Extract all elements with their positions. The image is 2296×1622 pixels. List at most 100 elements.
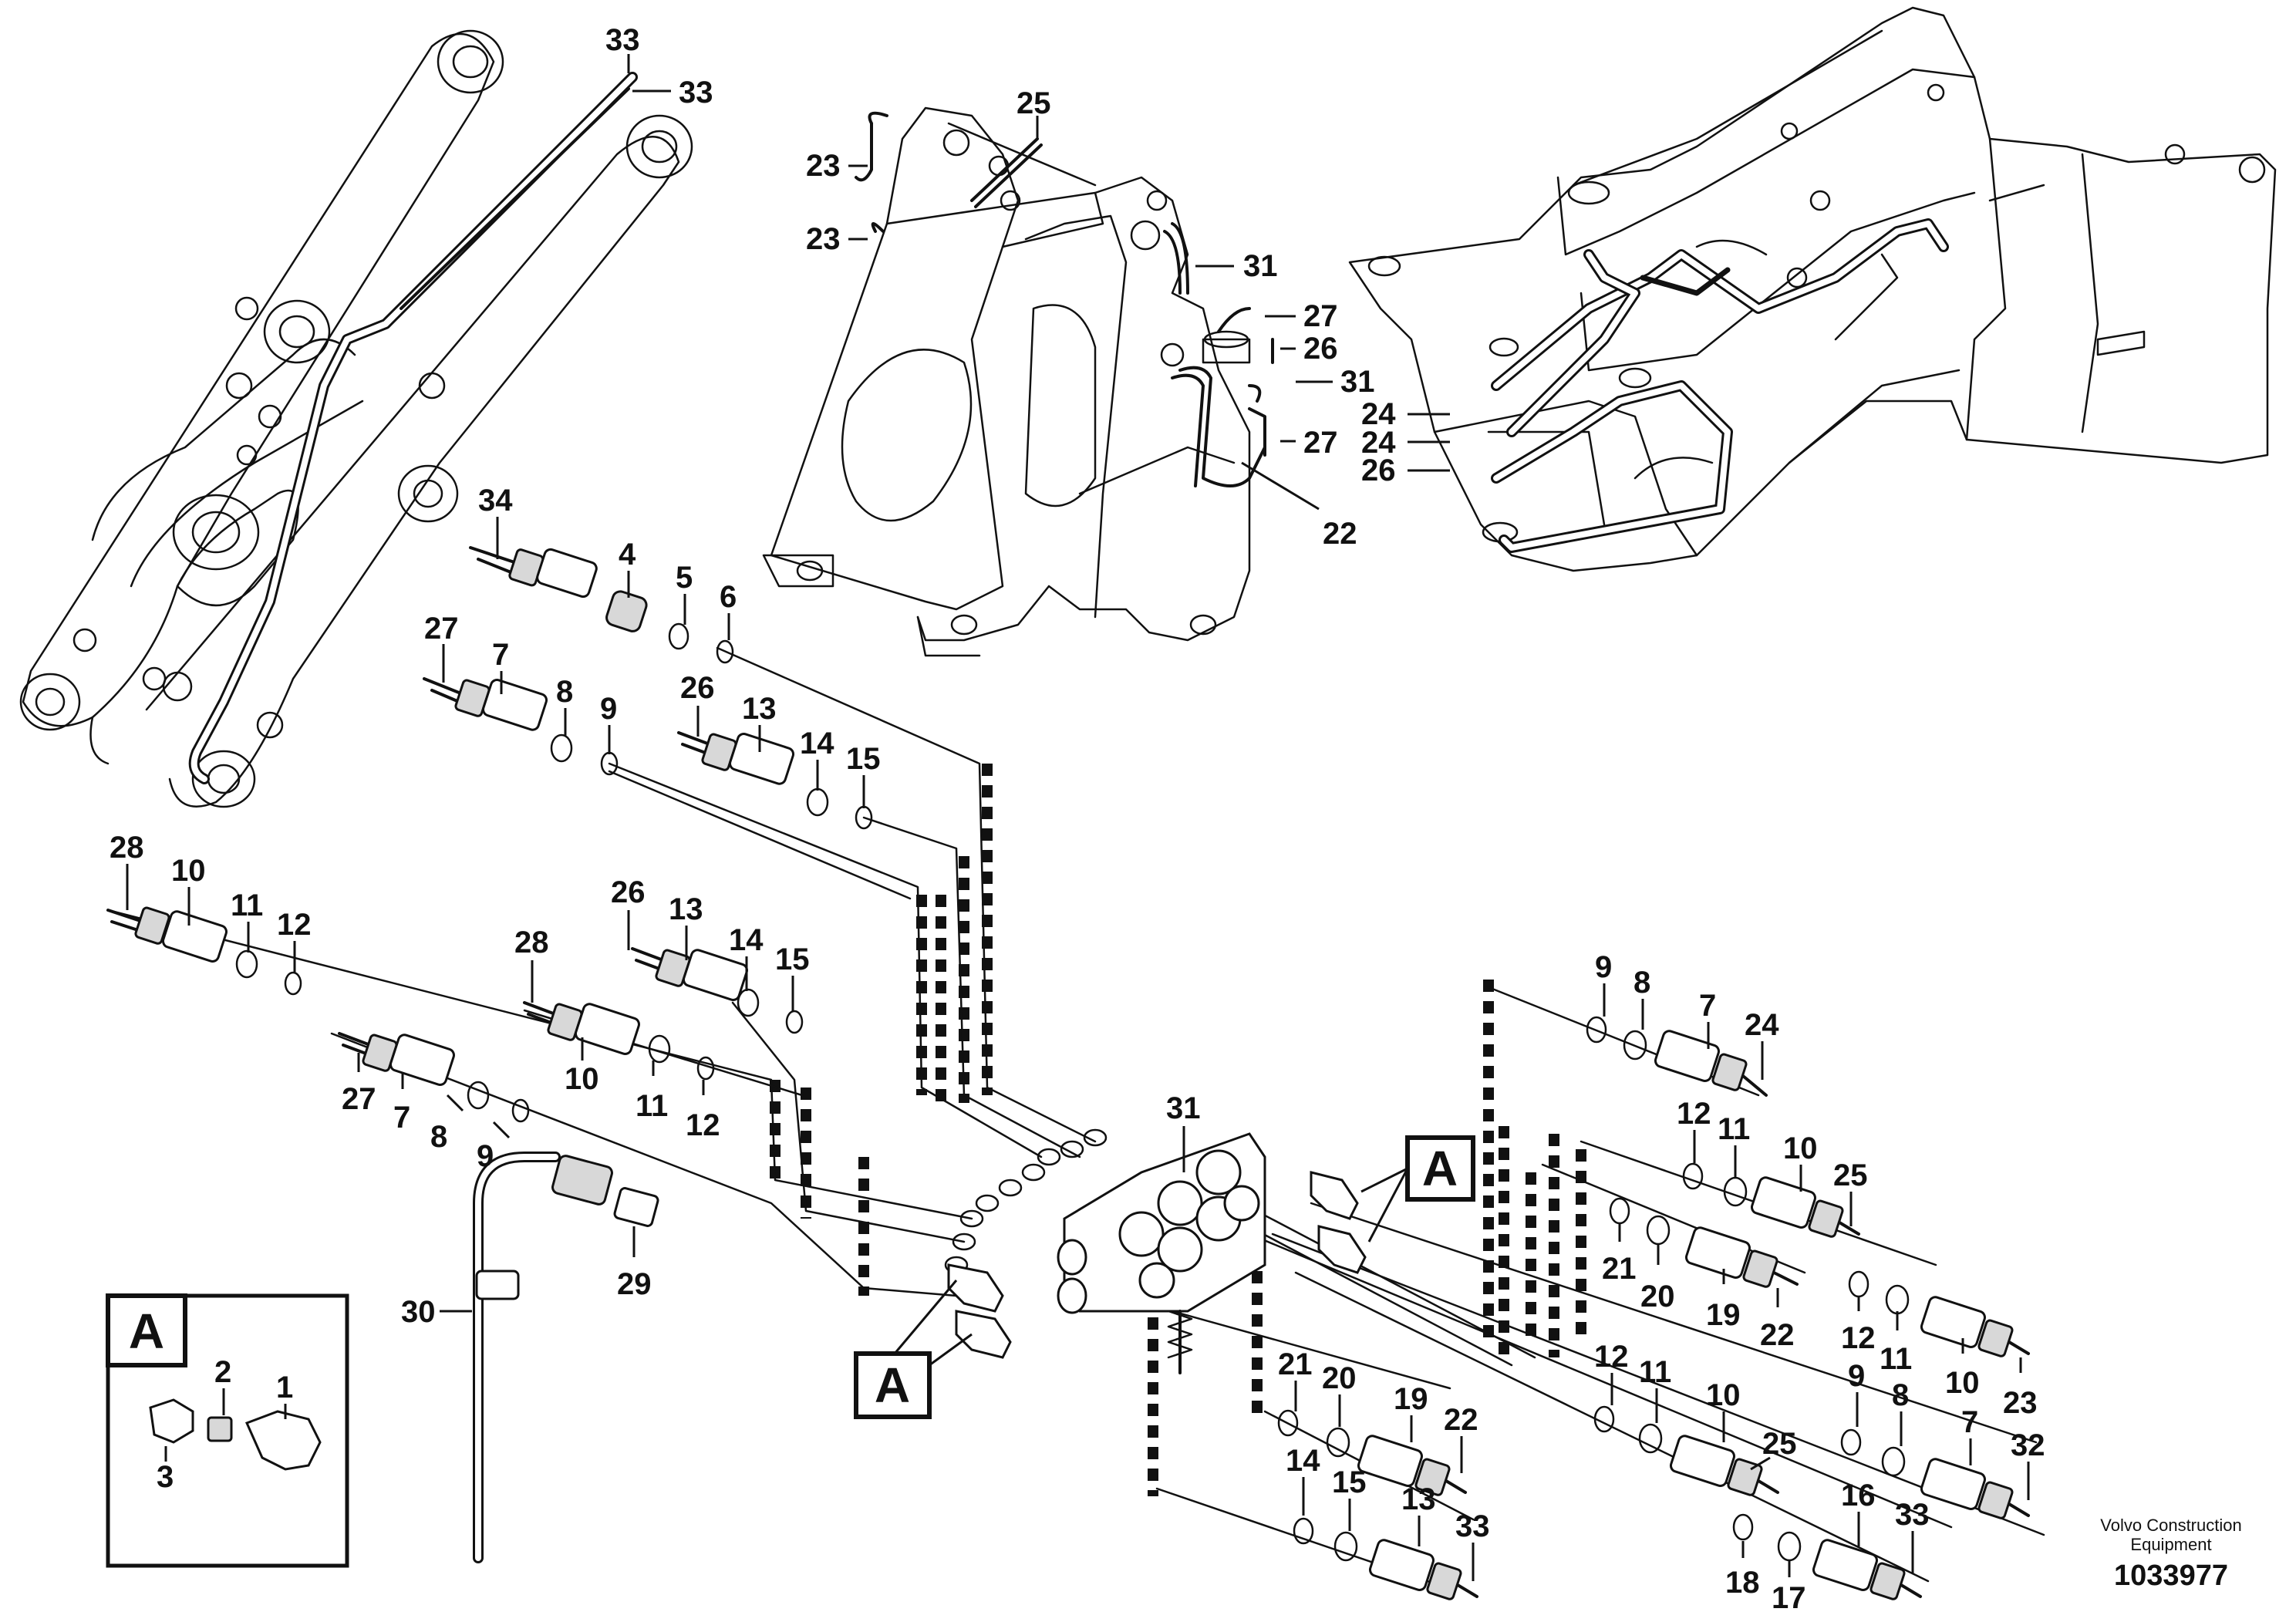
callout-27-b: 27	[1303, 426, 1338, 460]
callout-7-c: 7	[1699, 989, 1716, 1023]
callout-33-c: 33	[1455, 1509, 1490, 1543]
callout-20-b: 20	[1322, 1361, 1357, 1395]
callout-10-e: 10	[1706, 1378, 1741, 1412]
callout-11-d: 11	[1880, 1342, 1912, 1376]
caption-company-line2: Equipment	[2130, 1535, 2211, 1554]
callout-11-e: 11	[1639, 1355, 1671, 1389]
callout-26-a: 26	[1303, 332, 1338, 366]
callout-12-e: 12	[1594, 1340, 1629, 1374]
callout-23-c: 23	[2003, 1386, 2038, 1420]
callout-13-c: 13	[1401, 1482, 1436, 1516]
callout-10-c: 10	[1783, 1131, 1818, 1165]
callout-25-a: 25	[1833, 1158, 1868, 1192]
callout-4: 4	[619, 538, 636, 572]
callout-5: 5	[676, 561, 693, 595]
callout-inset-3: 3	[157, 1460, 174, 1494]
drawing-caption: Volvo Construction Equipment 1033977	[2100, 1516, 2241, 1592]
callout-19-b: 19	[1394, 1382, 1428, 1416]
callout-31-b: 31	[1340, 365, 1375, 399]
callout-12-a: 12	[277, 908, 312, 942]
callout-33-upper: 33	[605, 23, 640, 57]
callout-8-a: 8	[556, 675, 573, 709]
callout-inset-2: 2	[214, 1355, 231, 1389]
front-frame-drawing	[762, 106, 1274, 657]
callout-17: 17	[1772, 1581, 1806, 1615]
callout-16: 16	[1841, 1479, 1876, 1512]
callout-13-a: 13	[742, 692, 777, 726]
callout-25-b: 25	[1762, 1427, 1797, 1461]
callout-8-d: 8	[1892, 1378, 1909, 1412]
callout-27-a: 27	[1303, 299, 1338, 333]
callout-23-a: 23	[806, 149, 841, 183]
callout-9-d: 9	[1848, 1359, 1865, 1393]
callout-33-side: 33	[679, 76, 713, 110]
hose-route-lines	[106, 646, 2045, 1590]
callout-14-b: 14	[729, 923, 764, 957]
inset-ref-label: A	[129, 1303, 164, 1359]
callout-9-c: 9	[1595, 950, 1612, 984]
callout-11-c: 11	[1718, 1112, 1750, 1146]
callout-labels: 33 33 25 23 23 31 27 26 31 27 22 24 24 2…	[110, 23, 2045, 1615]
callout-8-c: 8	[1633, 966, 1650, 1000]
callout-15-a: 15	[846, 742, 881, 776]
callout-34: 34	[478, 484, 513, 518]
callout-31-c: 31	[1166, 1091, 1201, 1125]
caption-drawing-number: 1033977	[2114, 1560, 2228, 1592]
callout-19-a: 19	[1706, 1298, 1741, 1332]
callout-12-b: 12	[686, 1108, 720, 1142]
callout-27-c: 27	[424, 612, 459, 646]
callout-30: 30	[401, 1295, 436, 1329]
callout-inset-1: 1	[276, 1371, 293, 1404]
callout-13-b: 13	[669, 892, 703, 926]
callout-22-b: 22	[1760, 1318, 1795, 1352]
callout-12-c: 12	[1677, 1097, 1711, 1131]
callout-11-b: 11	[636, 1089, 668, 1123]
callout-15-b: 15	[775, 943, 810, 976]
callout-14-c: 14	[1286, 1444, 1320, 1478]
rear-frame-drawing	[1348, 6, 2277, 572]
callout-10-a: 10	[171, 854, 206, 888]
callout-21-a: 21	[1602, 1252, 1637, 1286]
callout-10-b: 10	[565, 1062, 599, 1096]
callout-27-d: 27	[342, 1082, 376, 1116]
callout-15-c: 15	[1332, 1465, 1367, 1499]
hose-fittings	[106, 546, 2030, 1600]
callout-26-c: 26	[680, 671, 715, 705]
callout-28-b: 28	[514, 926, 549, 959]
callout-22-c: 22	[1444, 1403, 1478, 1437]
callout-28-a: 28	[110, 831, 144, 865]
callout-20-a: 20	[1640, 1280, 1675, 1313]
reference-markers: A A	[854, 1135, 1475, 1419]
callout-25-top: 25	[1017, 86, 1051, 120]
callout-24-c: 24	[1745, 1008, 1779, 1042]
callout-11-a: 11	[231, 889, 263, 922]
callout-7-a: 7	[492, 638, 509, 672]
callout-8-b: 8	[430, 1120, 447, 1154]
callout-9-a: 9	[600, 692, 617, 726]
callout-24-b: 24	[1361, 426, 1396, 460]
callout-26-b: 26	[1361, 454, 1396, 487]
ref-a-lower: A	[875, 1357, 910, 1413]
callout-31-a: 31	[1243, 249, 1278, 283]
callout-7-d: 7	[1961, 1405, 1978, 1439]
callout-12-d: 12	[1841, 1321, 1876, 1355]
callout-33-d: 33	[1895, 1498, 1930, 1532]
callout-9-b: 9	[477, 1139, 494, 1173]
callout-26-d: 26	[611, 875, 646, 909]
callout-23-b: 23	[806, 222, 841, 256]
callout-32: 32	[2011, 1428, 2045, 1462]
callout-24-a: 24	[1361, 397, 1396, 431]
callout-6: 6	[720, 580, 737, 614]
callout-10-d: 10	[1945, 1366, 1980, 1400]
callout-18: 18	[1725, 1566, 1760, 1600]
ref-a-upper: A	[1422, 1141, 1458, 1196]
callout-14-a: 14	[800, 727, 834, 760]
callout-22-a: 22	[1323, 517, 1357, 551]
caption-company: Volvo Construction	[2100, 1516, 2241, 1535]
lift-arm-drawing	[19, 29, 693, 808]
callout-29: 29	[617, 1267, 652, 1301]
detail-inset-a: A	[106, 1293, 349, 1568]
callout-21-b: 21	[1278, 1347, 1313, 1381]
callout-7-b: 7	[393, 1101, 410, 1135]
